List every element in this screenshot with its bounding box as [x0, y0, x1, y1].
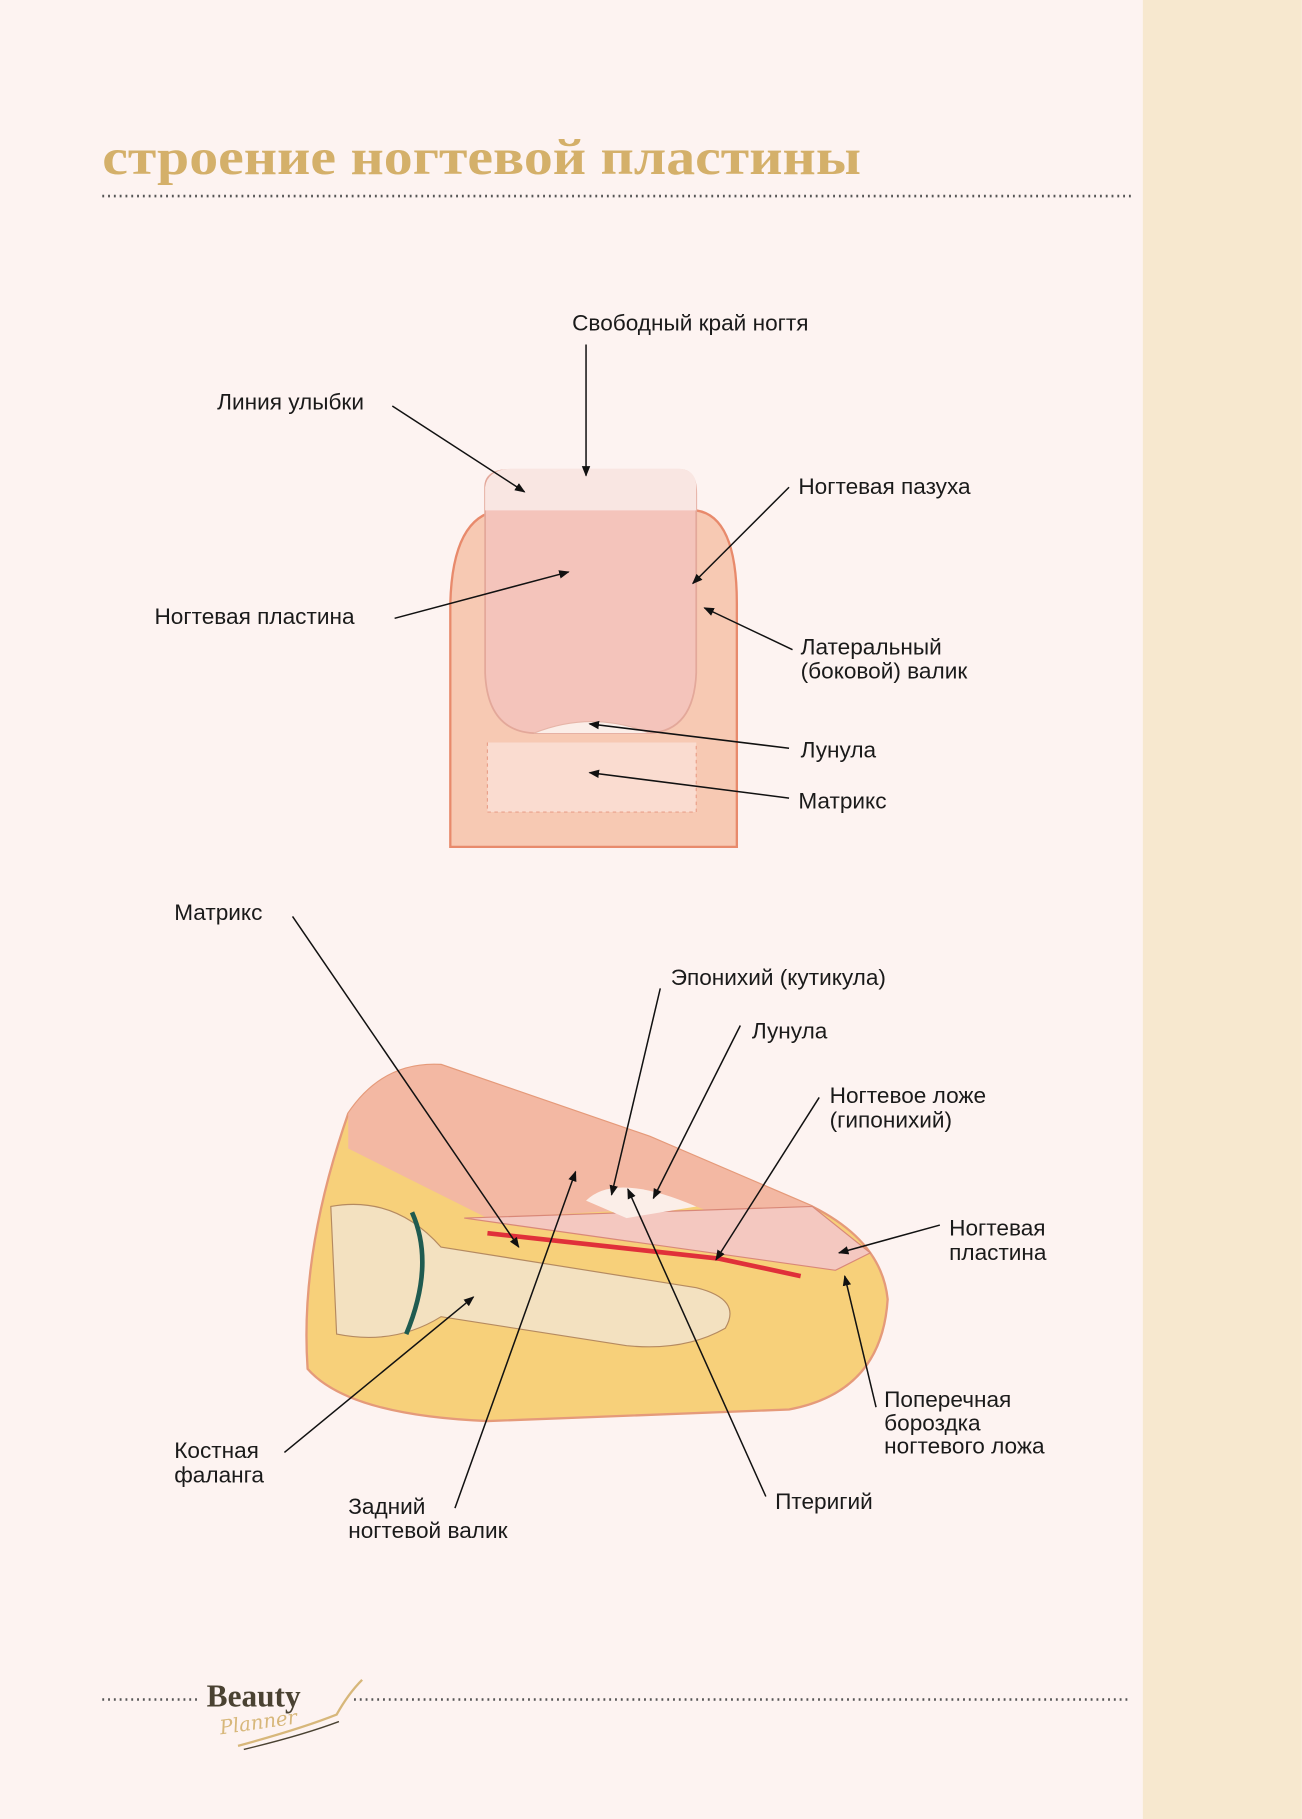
label-lateral-fold-2: (боковой) валик: [801, 659, 968, 684]
label-bone-1: Костная: [174, 1438, 259, 1463]
page-title: строение ногтевой пластины: [102, 130, 861, 186]
label-groove-2: бороздка: [884, 1410, 981, 1435]
label-lunula: Лунула: [801, 738, 877, 763]
label-smile-line: Линия улыбки: [217, 390, 364, 415]
label-nail-plate-side-2: пластина: [949, 1240, 1047, 1265]
bottom-labels: Матрикс Эпонихий (кутикула) Лунула Ногте…: [174, 900, 1047, 1543]
label-nail-bed-2: (гипонихий): [830, 1108, 952, 1133]
label-matrix-side: Матрикс: [174, 900, 262, 925]
label-matrix: Матрикс: [798, 789, 886, 814]
label-lateral-fold-1: Латеральный: [801, 634, 942, 659]
label-pterygium: Птеригий: [775, 1489, 873, 1514]
sidebar-strip: [1142, 0, 1302, 1819]
logo-word-beauty: Beauty: [207, 1678, 301, 1713]
label-bone-2: фаланга: [174, 1463, 264, 1488]
label-eponychium: Эпонихий (кутикула): [671, 965, 886, 990]
label-nail-plate-side-1: Ногтевая: [949, 1215, 1045, 1240]
label-nail-bed-1: Ногтевое ложе: [830, 1083, 986, 1108]
top-labels: Свободный край ногтя Линия улыбки Ногтев…: [154, 311, 971, 814]
label-free-edge: Свободный край ногтя: [572, 311, 808, 336]
finger-top-illustration: [449, 468, 739, 849]
top-arrows: [391, 344, 793, 799]
label-proximal-fold-1: Задний: [348, 1494, 425, 1519]
label-groove-1: Поперечная: [884, 1387, 1011, 1412]
beauty-planner-logo: Beauty Planner: [207, 1678, 363, 1751]
label-groove-3: ногтевого ложа: [884, 1434, 1045, 1459]
label-nail-plate: Ногтевая пластина: [154, 604, 354, 629]
label-nail-sinus: Ногтевая пазуха: [798, 474, 971, 499]
finger-side-illustration: [305, 1063, 889, 1423]
bottom-arrows: [283, 916, 941, 1509]
label-proximal-fold-2: ногтевой валик: [348, 1518, 507, 1543]
label-lunula-side: Лунула: [752, 1018, 828, 1043]
